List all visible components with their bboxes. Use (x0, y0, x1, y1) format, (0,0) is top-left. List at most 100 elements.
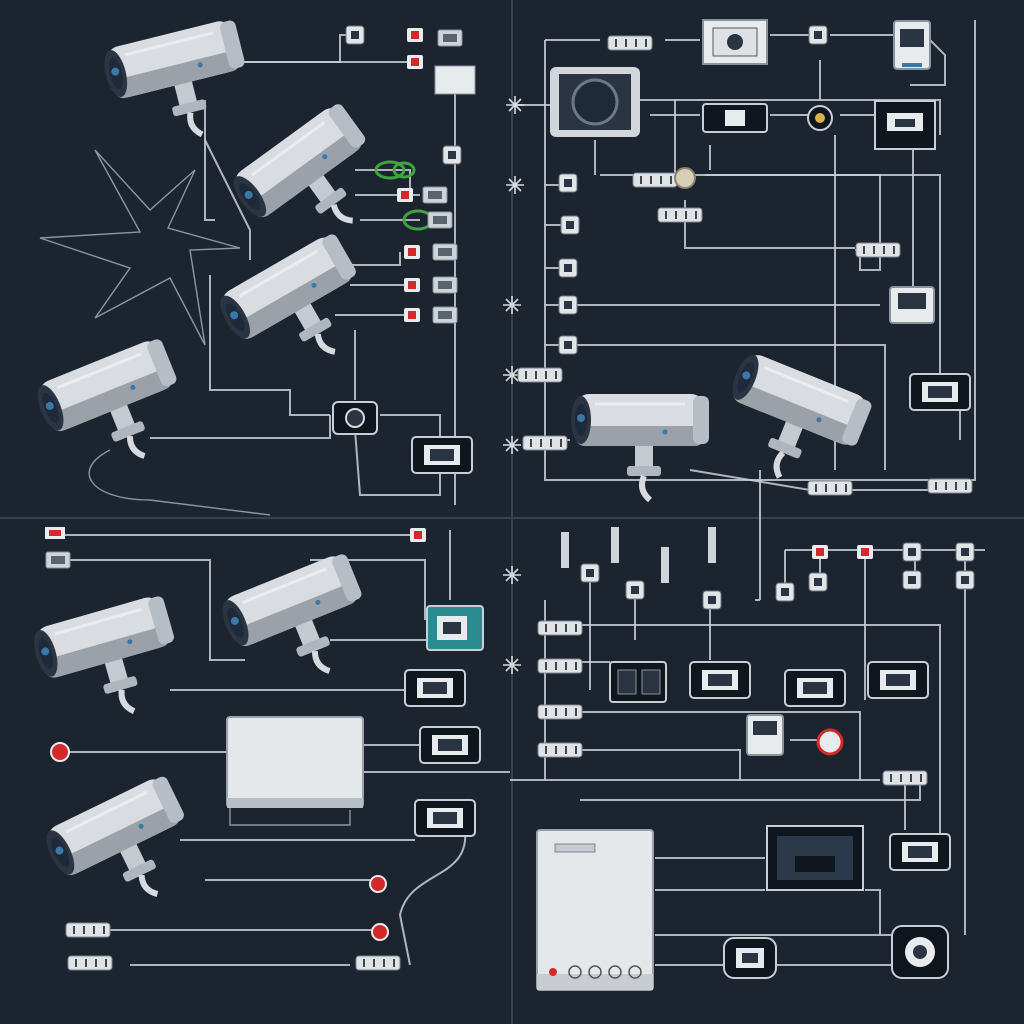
connector-icon (407, 28, 423, 42)
connector-icon (561, 532, 569, 568)
connector-icon (407, 55, 423, 69)
quadrant-top-right (502, 19, 976, 600)
quadrant-bottom-left (29, 527, 510, 971)
connector-icon (558, 295, 578, 315)
connector-icon (432, 243, 458, 261)
connector-icon (955, 570, 975, 590)
monitor-icon (784, 669, 846, 707)
coupler-icon (537, 658, 583, 674)
connector-icon (404, 245, 420, 259)
coupler-icon (882, 770, 928, 786)
coupler-icon (632, 172, 678, 188)
coupler-icon (807, 480, 853, 496)
dvr-recorder-icon (609, 661, 667, 703)
coupler-icon (537, 742, 583, 758)
connector-icon (955, 542, 975, 562)
cctv-camera-icon (100, 17, 260, 153)
connector-icon (812, 545, 828, 559)
dvr-recorder-icon (404, 669, 466, 707)
connector-icon (558, 173, 578, 193)
dvr-recorder-icon (702, 103, 768, 133)
monitor-icon (689, 661, 751, 699)
connector-icon (434, 65, 476, 95)
cctv-camera-icon (214, 230, 387, 391)
connector-icon (775, 582, 795, 602)
connector-icon (442, 145, 462, 165)
cctv-camera-icon (32, 336, 200, 486)
coupler-icon (855, 242, 901, 258)
cctv-camera-icon (40, 773, 211, 929)
connector-icon (437, 29, 463, 47)
speaker-icon (891, 925, 949, 979)
coupler-icon (522, 435, 568, 451)
monitor-icon (746, 714, 784, 756)
connector-icon (611, 527, 619, 563)
speaker-icon (332, 401, 378, 435)
quadrant-bottom-right (502, 527, 985, 991)
spark-junction-icon (502, 655, 522, 675)
connector-icon (422, 186, 448, 204)
connector-icon (580, 563, 600, 583)
monitor-icon (893, 20, 931, 70)
connector-icon (808, 25, 828, 45)
coupler-icon (657, 207, 703, 223)
monitor-icon (702, 19, 768, 65)
connector-icon (558, 258, 578, 278)
connector-icon (371, 923, 389, 941)
star-wire-loop (39, 149, 241, 346)
dvr-recorder-icon (889, 833, 951, 871)
dvr-recorder-icon (414, 799, 476, 837)
connector-icon (558, 335, 578, 355)
connector-icon (410, 528, 426, 542)
connector-icon (369, 875, 387, 893)
coupler-icon (537, 704, 583, 720)
coupler-icon (517, 367, 563, 383)
connector-icon (397, 188, 413, 202)
monitor-icon (411, 436, 473, 474)
monitor-icon (766, 825, 864, 891)
connector-icon (708, 527, 716, 563)
spark-junction-icon (505, 175, 525, 195)
spark-junction-icon (502, 435, 522, 455)
monitor-icon (874, 100, 936, 150)
connector-icon (45, 527, 65, 539)
coil-icon (374, 160, 416, 180)
speaker-icon (816, 728, 844, 756)
coupler-icon (65, 922, 111, 938)
coil-icon (674, 167, 696, 189)
server-box-icon (536, 829, 654, 991)
connector-icon (661, 547, 669, 583)
dvr-recorder-icon (419, 726, 481, 764)
connector-icon (45, 551, 71, 569)
spark-junction-icon (505, 95, 525, 115)
server-box-icon (226, 716, 364, 808)
coupler-icon (607, 35, 653, 51)
connector-icon (50, 742, 70, 762)
connector-icon (404, 278, 420, 292)
connector-icon (807, 105, 833, 131)
connector-icon (432, 276, 458, 294)
monitor-icon (426, 605, 484, 651)
connector-icon (432, 306, 458, 324)
connector-icon (902, 542, 922, 562)
connector-icon (427, 211, 453, 229)
spark-junction-icon (502, 565, 522, 585)
connector-icon (345, 25, 365, 45)
monitor-icon (889, 286, 935, 324)
connector-icon (808, 572, 828, 592)
connector-icon (625, 580, 645, 600)
connector-icon (560, 215, 580, 235)
quadrant-top-left (32, 17, 476, 516)
cctv-camera-icon (217, 551, 385, 701)
cctv-camera-icon (29, 593, 191, 733)
connector-icon (404, 308, 420, 322)
monitor-icon (909, 373, 971, 411)
dvr-recorder-icon (723, 937, 777, 979)
coupler-icon (537, 620, 583, 636)
connector-icon (902, 570, 922, 590)
coupler-icon (67, 955, 113, 971)
coupler-icon (355, 955, 401, 971)
